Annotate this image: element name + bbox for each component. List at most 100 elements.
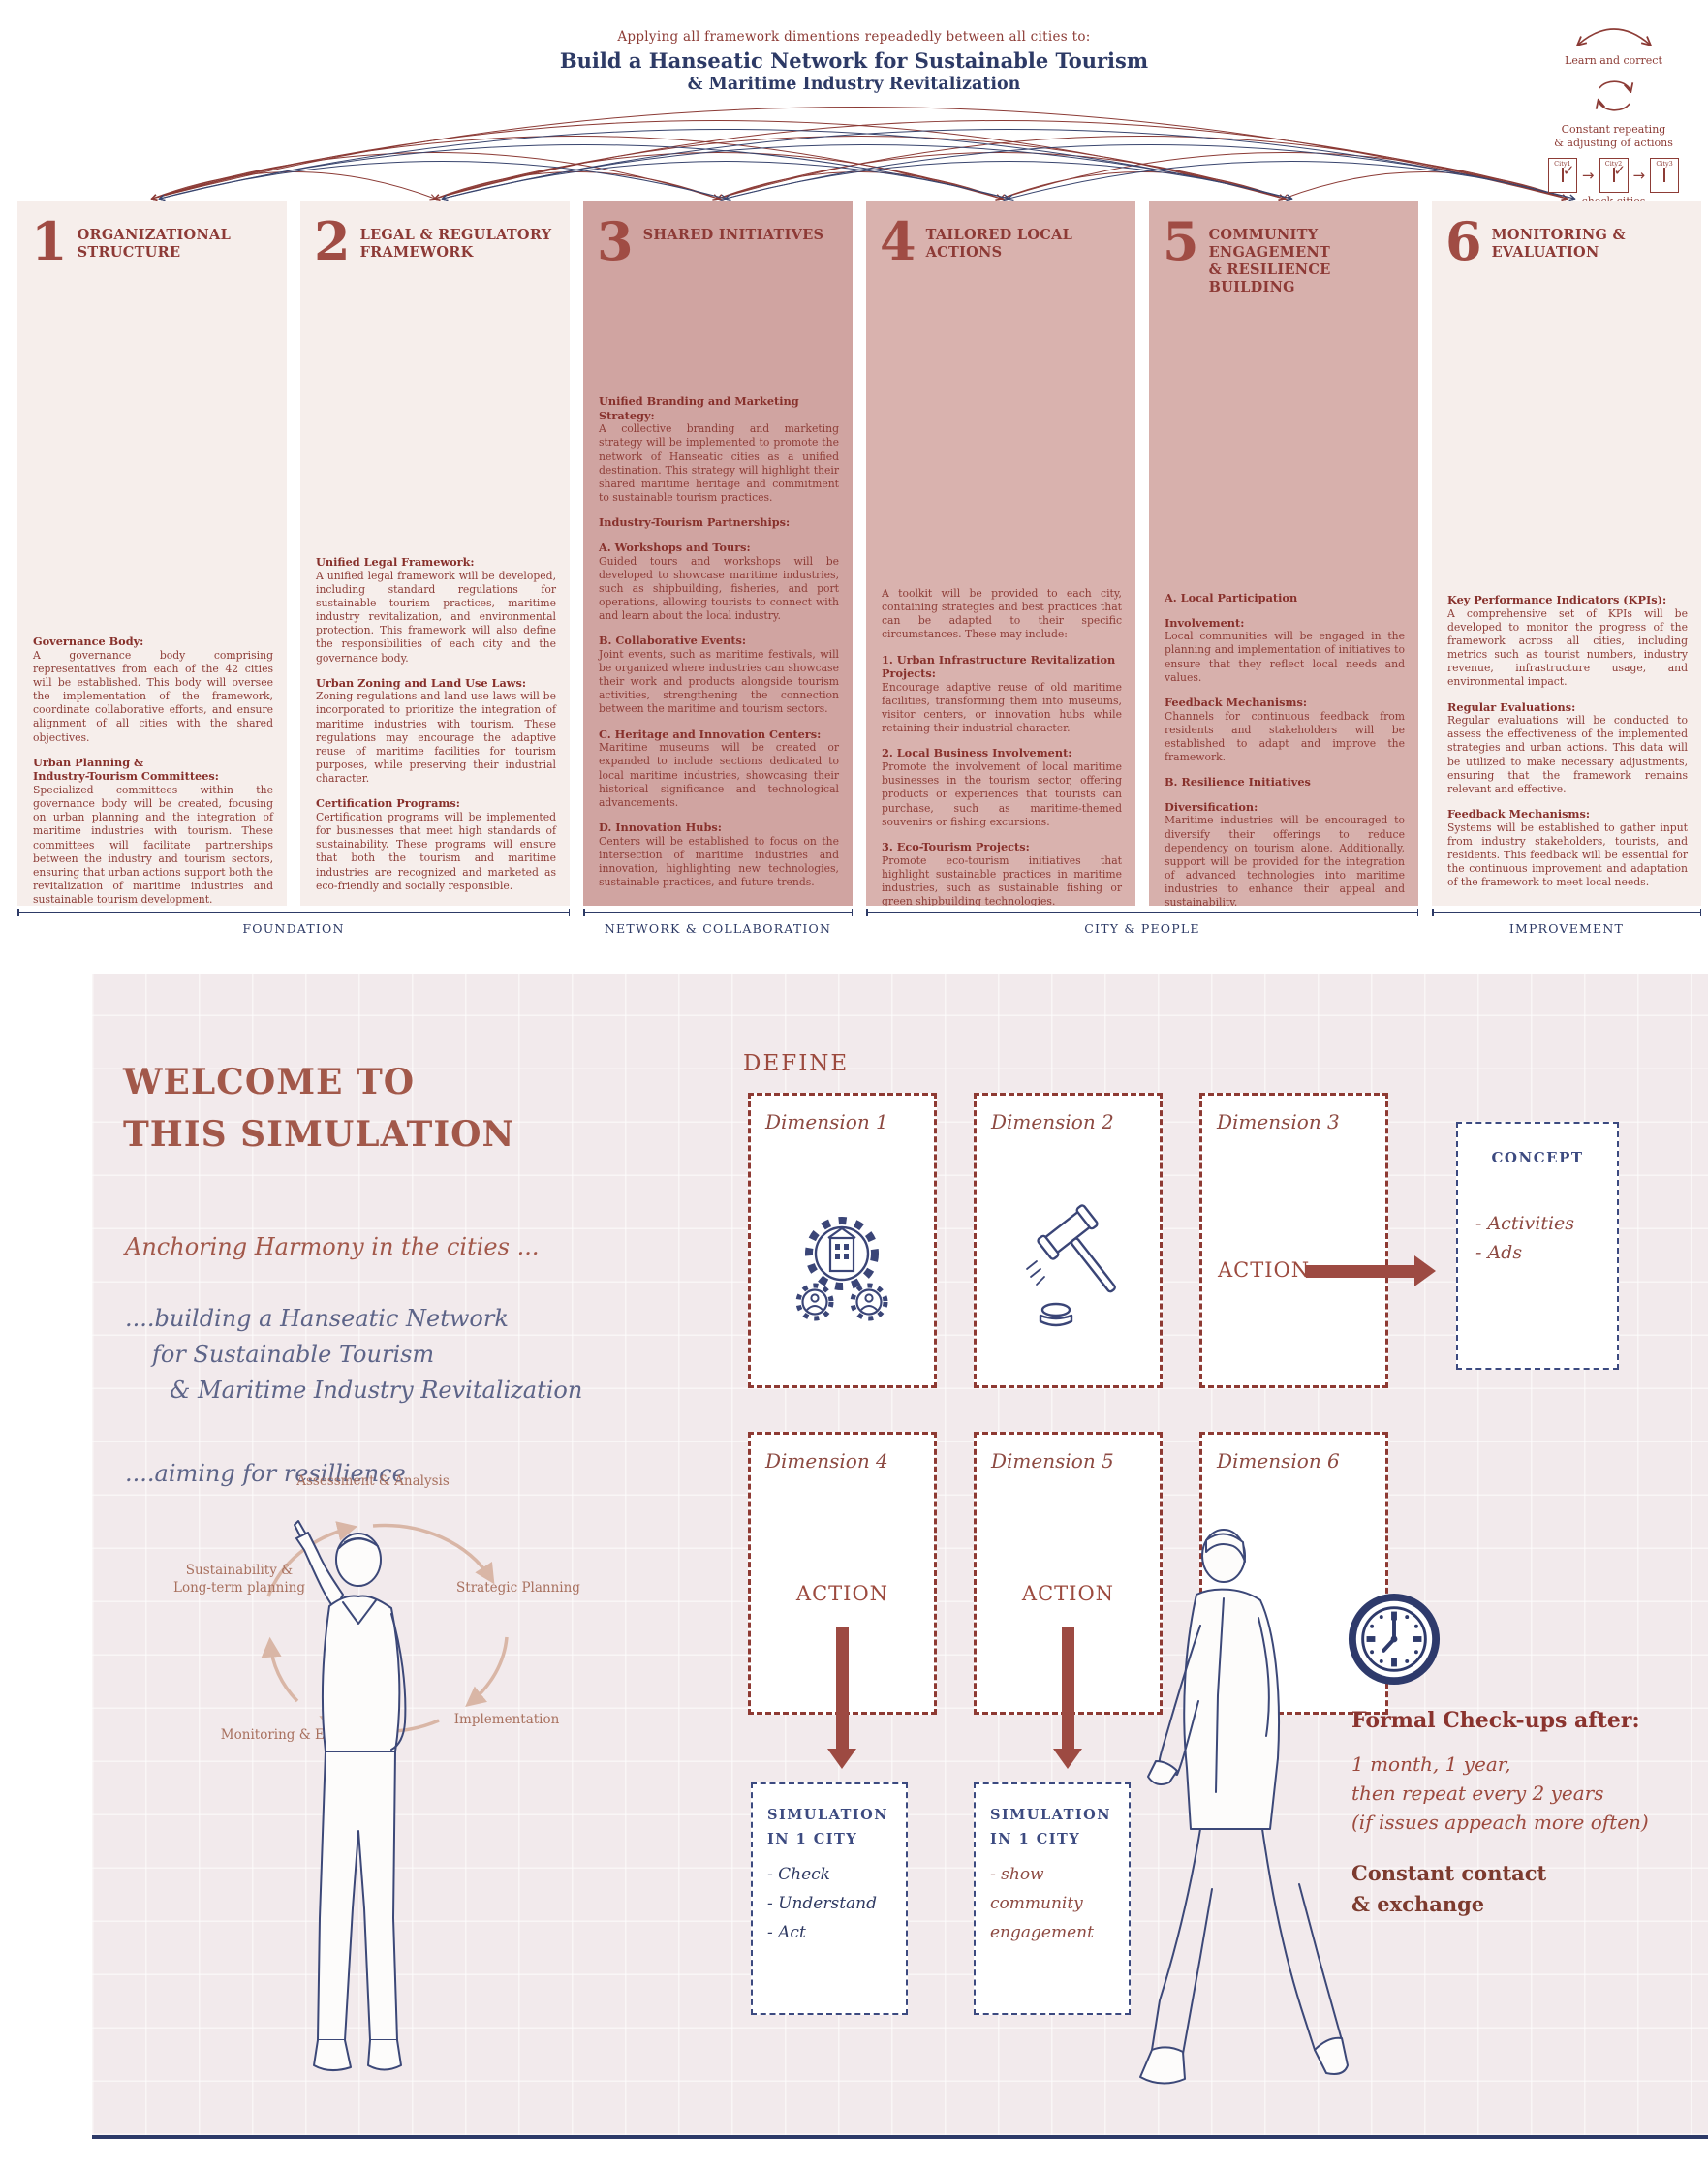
- bracket-line: [17, 909, 570, 916]
- section-body: A unified legal framework will be develo…: [316, 569, 556, 665]
- group-network-collaboration: NETWORK & COLLABORATION: [583, 909, 853, 936]
- action-down-arrow-1: [827, 1627, 856, 1769]
- bracket-line: [866, 909, 1418, 916]
- simulation-panel: WELCOME TO THIS SIMULATION Anchoring Har…: [92, 974, 1708, 2139]
- group-city-people: CITY & PEOPLE: [866, 909, 1418, 936]
- section-head: Certification Programs:: [316, 796, 460, 811]
- poster-header: Applying all framework dimentions repead…: [0, 29, 1708, 94]
- concept-item-ads: - Ads: [1475, 1242, 1523, 1263]
- section-body: Systems will be established to gather in…: [1447, 821, 1688, 889]
- section-body: A governance body comprising representat…: [33, 648, 273, 744]
- simulation-city-box-2: SIMULATION IN 1 CITY - show community en…: [974, 1782, 1131, 2015]
- group-label: NETWORK & COLLABORATION: [604, 921, 832, 936]
- bracket-line: [1432, 909, 1701, 916]
- clock-icon: [1348, 1593, 1441, 1686]
- tagline-building: ....building a Hanseatic Network for Sus…: [125, 1305, 583, 1405]
- organization-gear-icon: [795, 1217, 888, 1321]
- cycle-strategic-label: Strategic Planning: [456, 1580, 580, 1596]
- action-down-arrow-2: [1053, 1627, 1082, 1769]
- arrow-right-icon: →: [1632, 166, 1646, 184]
- column-number: 4: [880, 210, 916, 272]
- checkbox-empty-icon: [1663, 167, 1666, 182]
- column-title: TAILORED LOCAL ACTIONS: [925, 227, 1073, 262]
- group-label: CITY & PEOPLE: [1084, 921, 1200, 936]
- column-organizational-structure: 1 ORGANIZATIONAL STRUCTURE Governance Bo…: [17, 201, 287, 906]
- column-number: 6: [1445, 210, 1482, 272]
- section-head: B. Collaborative Events:: [599, 634, 747, 648]
- dimension-6-label: Dimension 6: [1217, 1449, 1340, 1472]
- walking-person-illustration: [1139, 1529, 1349, 2085]
- header-title-line1: Build a Hanseatic Network for Sustainabl…: [559, 48, 1149, 73]
- tagline-anchoring: Anchoring Harmony in the cities ...: [125, 1233, 540, 1260]
- group-foundation: FOUNDATION: [17, 909, 570, 936]
- section-body: Local communities will be engaged in the…: [1165, 630, 1405, 684]
- section-head: 3. Eco-Tourism Projects:: [882, 839, 1030, 853]
- legend: Learn and correct Constant repeating & a…: [1529, 21, 1698, 229]
- constant-contact-label: Constant contact & exchange: [1351, 1861, 1547, 1916]
- section-body: Promote eco-tourism initiatives that hig…: [882, 853, 1122, 906]
- section-body: Specialized committees within the govern…: [33, 784, 273, 906]
- concept-box: CONCEPT - Activities - Ads: [1456, 1122, 1619, 1370]
- section-body: Encourage adaptive reuse of old maritime…: [882, 680, 1122, 735]
- bracket-line: [583, 909, 853, 916]
- cycle-implementation-label: Implementation: [453, 1712, 560, 1727]
- action-to-concept-arrow: [1306, 1255, 1436, 1286]
- simulation-city-box-1: SIMULATION IN 1 CITY - Check - Understan…: [751, 1782, 908, 2015]
- section-head: Feedback Mechanisms:: [1447, 807, 1590, 821]
- section-body: Promote the involvement of local maritim…: [882, 760, 1122, 828]
- section-head: Urban Planning & Industry-Tourism Commit…: [33, 755, 219, 784]
- cycle-sustainability-label: Sustainability & Long-term planning: [172, 1563, 306, 1596]
- section-head: D. Innovation Hubs:: [599, 820, 722, 834]
- column-tailored-local-actions: 4 TAILORED LOCAL ACTIONS A toolkit will …: [866, 201, 1135, 906]
- framework-connection-arcs: [0, 107, 1708, 203]
- column-number: 5: [1163, 210, 1199, 272]
- action-label-dim4: ACTION: [795, 1582, 889, 1605]
- city-1-label: City1: [1554, 160, 1571, 169]
- section-body: Certification programs will be implement…: [316, 810, 556, 892]
- welcome-title: WELCOME TO THIS SIMULATION: [123, 1062, 515, 1155]
- action-label-dim5: ACTION: [1021, 1582, 1115, 1605]
- section-body: Maritime museums will be created or expa…: [599, 741, 839, 809]
- section-body: A toolkit will be provided to each city,…: [882, 587, 1122, 641]
- section-head: Industry-Tourism Partnerships:: [599, 515, 791, 530]
- header-kicker: Applying all framework dimentions repead…: [617, 29, 1091, 45]
- framework-columns: 1 ORGANIZATIONAL STRUCTURE Governance Bo…: [17, 201, 1701, 906]
- section-head: Regular Evaluations:: [1447, 699, 1576, 714]
- simulation-box-title: SIMULATION IN 1 CITY: [767, 1807, 889, 1847]
- section-head: A. Workshops and Tours:: [599, 540, 751, 554]
- phase-group-labels: FOUNDATION NETWORK & COLLABORATION CITY …: [17, 909, 1701, 936]
- gavel-icon: [1026, 1204, 1116, 1327]
- dimension-1-box: Dimension 1: [748, 1093, 937, 1388]
- section-body: Maritime industries will be encouraged t…: [1165, 814, 1405, 906]
- section-head: Involvement:: [1165, 615, 1245, 630]
- dimension-3-label: Dimension 3: [1217, 1110, 1340, 1133]
- concept-title: CONCEPT: [1491, 1149, 1584, 1166]
- standing-person-illustration: [294, 1520, 407, 2071]
- header-title-line2: & Maritime Industry Revitalization: [687, 75, 1021, 94]
- section-body: Centers will be established to focus on …: [599, 834, 839, 889]
- dimension-2-box: Dimension 2: [974, 1093, 1163, 1388]
- section-head: B. Resilience Initiatives: [1165, 775, 1311, 790]
- planning-cycle-diagram: [261, 1521, 509, 1734]
- section-head: Urban Zoning and Land Use Laws:: [316, 675, 527, 690]
- column-title: LEGAL & REGULATORY FRAMEWORK: [359, 227, 552, 262]
- city-3-label: City3: [1656, 160, 1673, 169]
- learn-correct-arc-icon: [1570, 28, 1658, 48]
- dimension-5-label: Dimension 5: [991, 1449, 1114, 1472]
- section-head: Key Performance Indicators (KPIs):: [1447, 593, 1667, 606]
- section-body: A comprehensive set of KPIs will be deve…: [1447, 606, 1688, 689]
- concept-item-activities: - Activities: [1475, 1213, 1575, 1234]
- city-checkbox-2: City2 ✓: [1599, 158, 1629, 194]
- column-title: COMMUNITY ENGAGEMENT & RESILIENCE BUILDI…: [1208, 227, 1331, 296]
- section-head: Unified Legal Framework:: [316, 555, 475, 569]
- define-label: DEFINE: [743, 1051, 850, 1076]
- simulation-box-item: - show community engagement: [990, 1865, 1094, 1942]
- checkbox-checked-icon: ✓: [1561, 162, 1575, 182]
- legend-learn-label: Learn and correct: [1565, 54, 1662, 68]
- column-number: 2: [314, 210, 351, 272]
- section-head: Governance Body:: [33, 635, 144, 648]
- section-head: A. Local Participation: [1165, 591, 1298, 604]
- tagline-resilience: ....aiming for resillience: [125, 1460, 406, 1487]
- section-head: Unified Branding and Marketing Strategy:: [599, 394, 799, 422]
